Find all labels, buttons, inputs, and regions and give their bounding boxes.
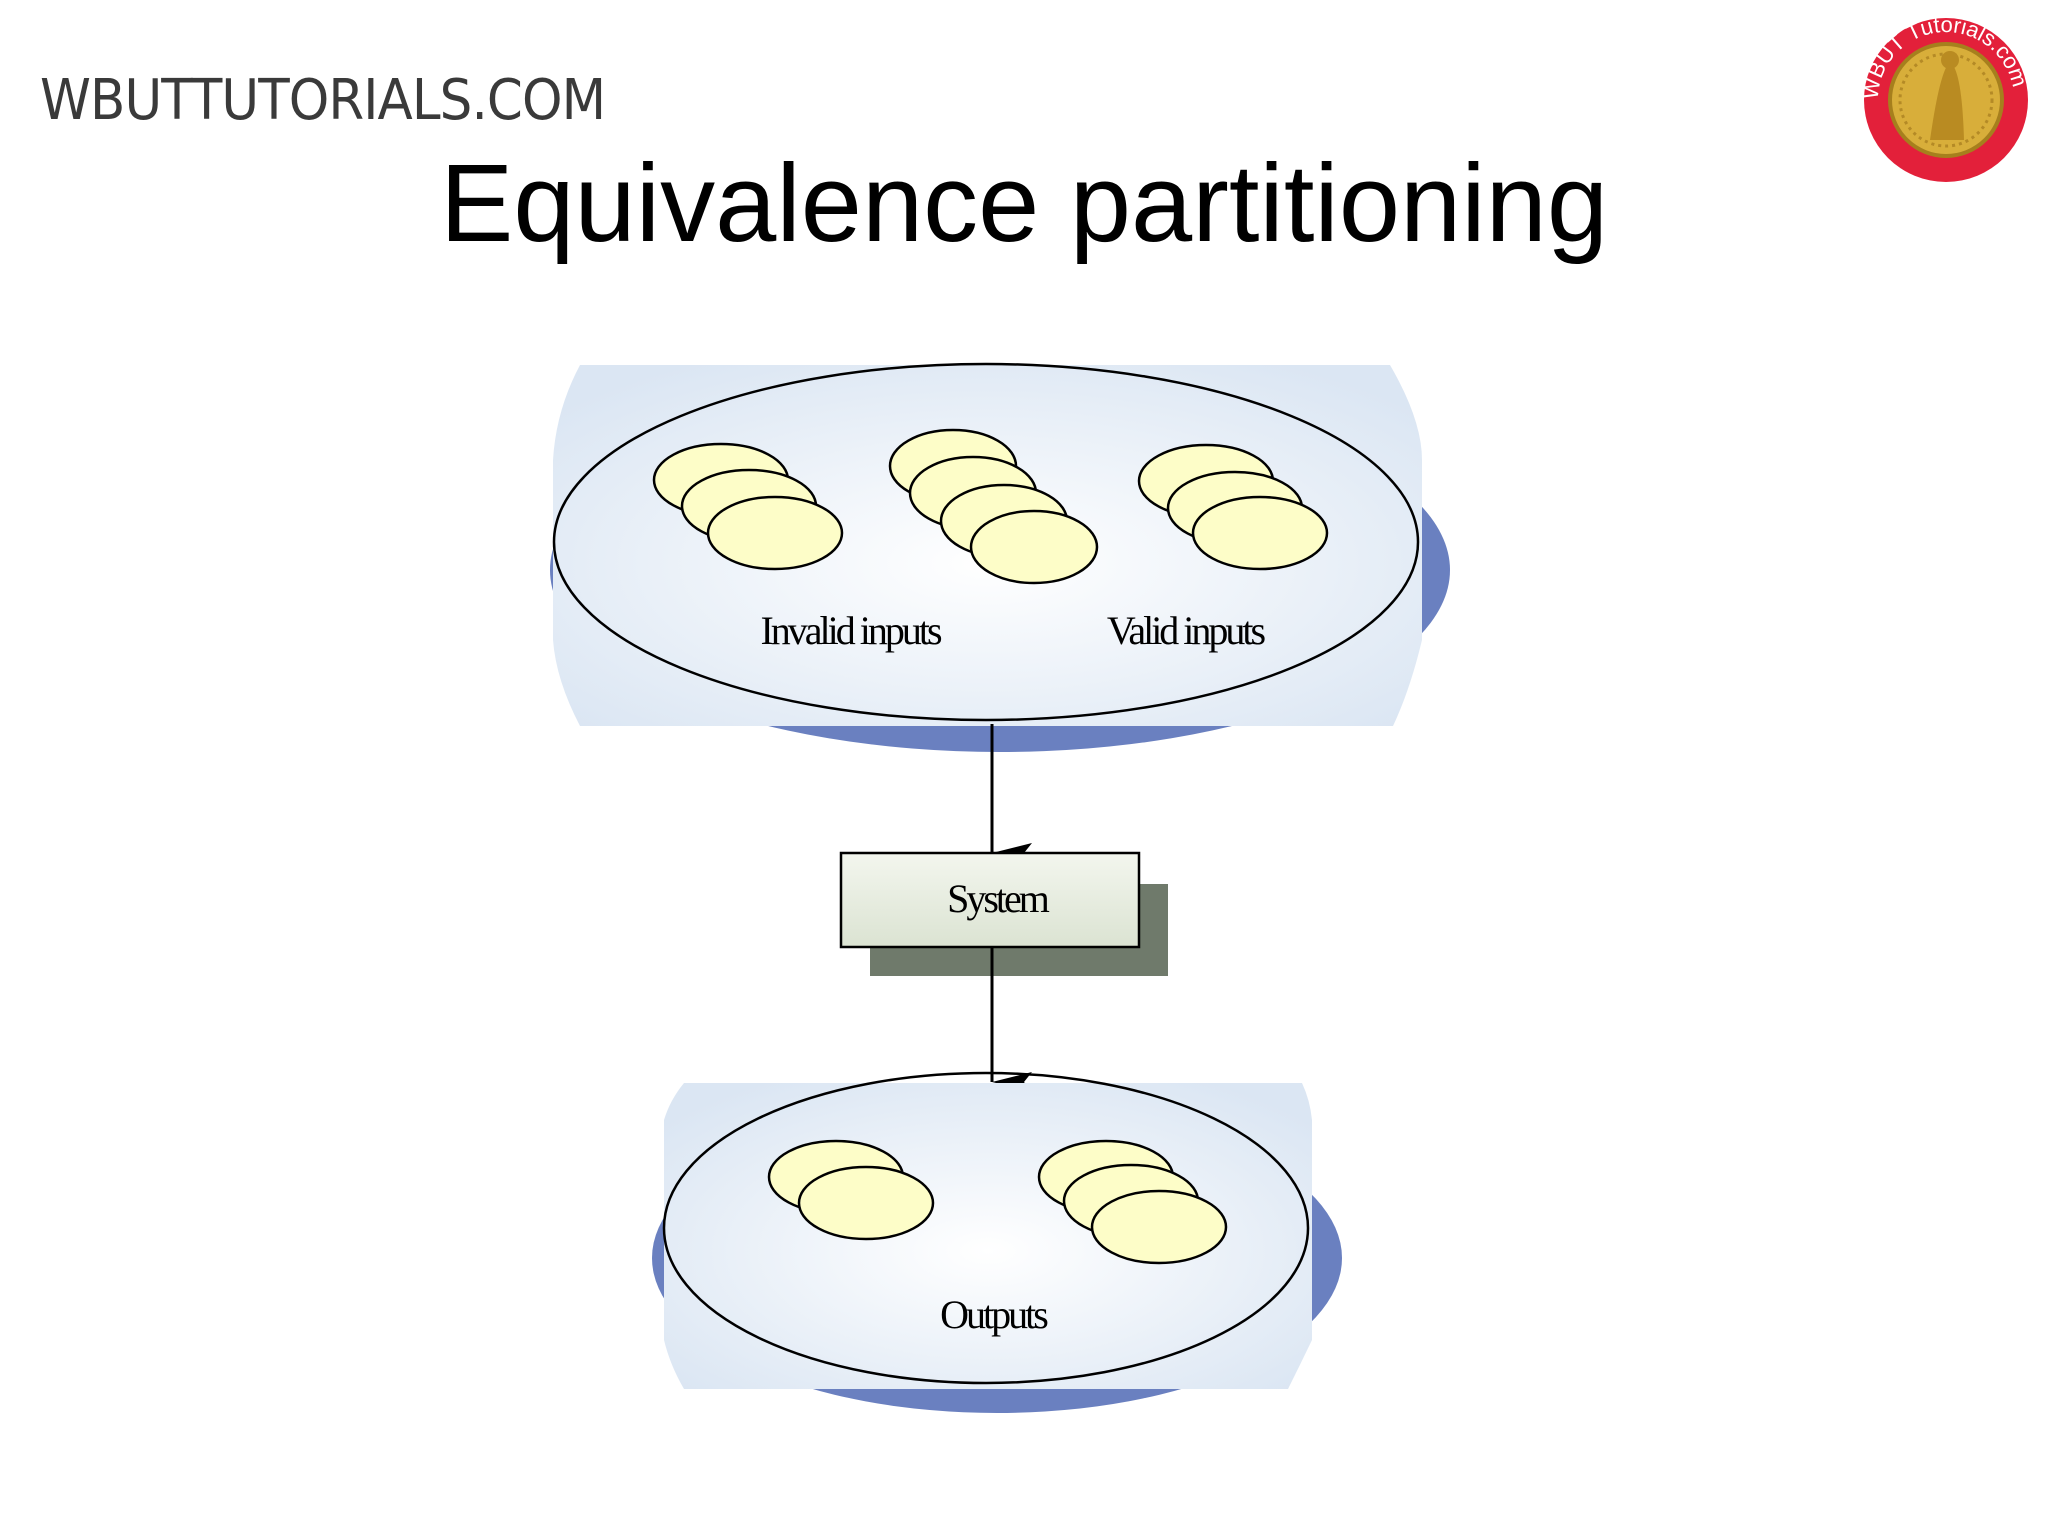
system-rect [839,851,1141,949]
outputs-ellipse [662,1071,1310,1385]
outputs-label: Outputs [940,1292,1048,1337]
output-partitions-right [1037,1139,1228,1265]
invalid-inputs-label: Invalid inputs [760,608,942,653]
middle-partitions [888,428,1099,585]
valid-inputs-label: Valid inputs [1107,608,1266,653]
system-label: System [947,876,1050,921]
site-brand-text: WBUTTUTORIALS.COM [40,68,606,133]
invalid-partitions [652,442,844,571]
coin-seal-logo-icon: WBUT Tutorials.com [1857,12,2033,182]
outputs-domain: Outputs [652,1071,1342,1413]
page-title: Equivalence partitioning [440,142,1608,265]
output-partitions-left [767,1139,935,1241]
system-box: System [839,851,1168,976]
valid-partitions [1137,443,1329,571]
inputs-ellipse [552,362,1420,722]
inputs-domain: Invalid inputs Valid inputs [550,362,1450,752]
